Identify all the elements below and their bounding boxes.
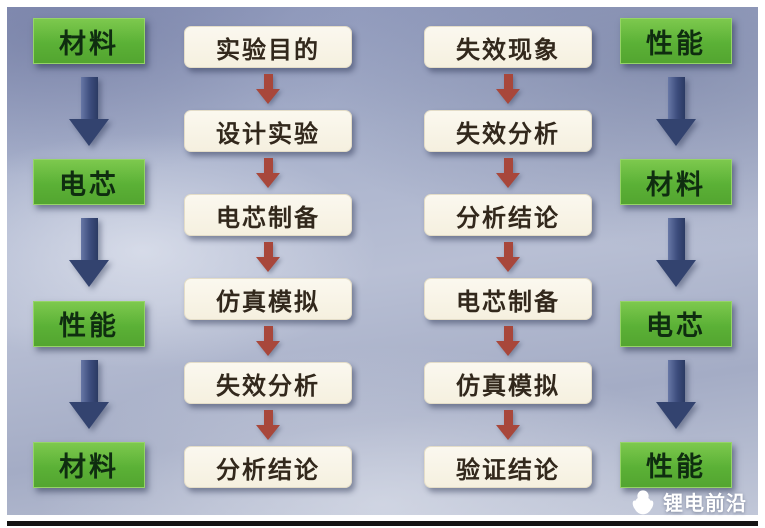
stage-box: 材料 [33, 18, 145, 64]
stage-box: 材料 [33, 441, 145, 488]
down-arrow-icon [496, 242, 520, 272]
down-arrow-icon [256, 74, 280, 104]
step-box: 设计实验 [184, 110, 352, 152]
right-inner-flow-column: 失效现象 失效分析 分析结论 电芯制备 仿真模拟 验证结论 [423, 26, 593, 488]
down-arrow-icon [256, 158, 280, 188]
stage-box: 性能 [33, 300, 145, 347]
down-arrow-icon [256, 242, 280, 272]
diagram-background [7, 7, 758, 515]
down-arrow-icon [656, 359, 696, 429]
penguin-icon [632, 489, 654, 514]
down-arrow-icon [69, 359, 109, 429]
down-arrow-icon [256, 326, 280, 356]
down-arrow-icon [496, 326, 520, 356]
down-arrow-icon [656, 77, 696, 147]
stage-box: 材料 [620, 159, 732, 206]
down-arrow-icon [496, 74, 520, 104]
down-arrow-icon [69, 218, 109, 288]
down-arrow-icon [496, 410, 520, 440]
step-box: 失效分析 [424, 110, 592, 152]
down-arrow-icon [69, 77, 109, 147]
left-inner-flow-column: 实验目的 设计实验 电芯制备 仿真模拟 失效分析 分析结论 [183, 26, 353, 488]
step-box: 电芯制备 [184, 194, 352, 236]
down-arrow-icon [496, 158, 520, 188]
bottom-border-line [7, 521, 758, 526]
step-box: 实验目的 [184, 26, 352, 68]
right-outer-flow-column: 性能 材料 电芯 性能 [617, 18, 735, 488]
step-box: 分析结论 [184, 446, 352, 488]
stage-box: 性能 [620, 441, 732, 488]
left-outer-flow-column: 材料 电芯 性能 材料 [30, 18, 148, 488]
step-box: 失效现象 [424, 26, 592, 68]
stage-box: 性能 [620, 18, 732, 64]
step-box: 验证结论 [424, 446, 592, 488]
watermark-label: 锂电前沿 [663, 493, 747, 515]
down-arrow-icon [656, 218, 696, 288]
stage-box: 电芯 [33, 159, 145, 206]
down-arrow-icon [256, 410, 280, 440]
step-box: 仿真模拟 [184, 278, 352, 320]
watermark: 锂电前沿 [630, 487, 747, 516]
step-box: 电芯制备 [424, 278, 592, 320]
step-box: 分析结论 [424, 194, 592, 236]
step-box: 仿真模拟 [424, 362, 592, 404]
stage-box: 电芯 [620, 300, 732, 347]
step-box: 失效分析 [184, 362, 352, 404]
